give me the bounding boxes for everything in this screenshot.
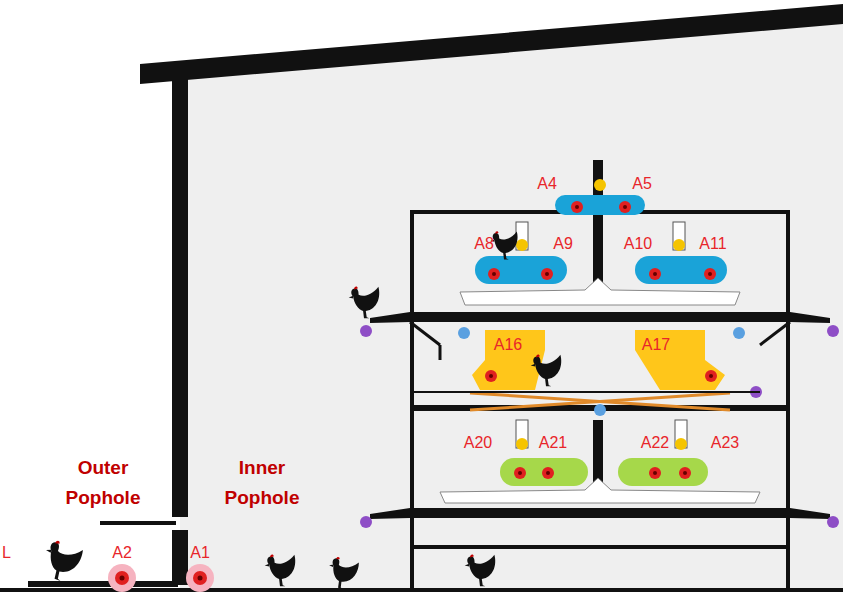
- callout-number: A4: [537, 175, 557, 193]
- callout-number: A17: [642, 336, 670, 354]
- area-label: Inner Pophole: [206, 453, 318, 514]
- callout-number: A5: [632, 175, 652, 193]
- callout-number: L: [2, 544, 11, 562]
- callout-number: A22: [641, 434, 669, 452]
- callout-number: A9: [553, 235, 573, 253]
- callout-number: A1: [190, 544, 210, 562]
- callout-number: A23: [711, 434, 739, 452]
- callout-number: A16: [494, 336, 522, 354]
- callout-number: A2: [112, 544, 132, 562]
- callout-number: A20: [464, 434, 492, 452]
- callout-number: A8: [474, 235, 494, 253]
- callout-number: A10: [624, 235, 652, 253]
- area-label: Outer Pophole: [47, 453, 159, 514]
- callout-number: A21: [539, 434, 567, 452]
- callout-number: A11: [699, 235, 726, 253]
